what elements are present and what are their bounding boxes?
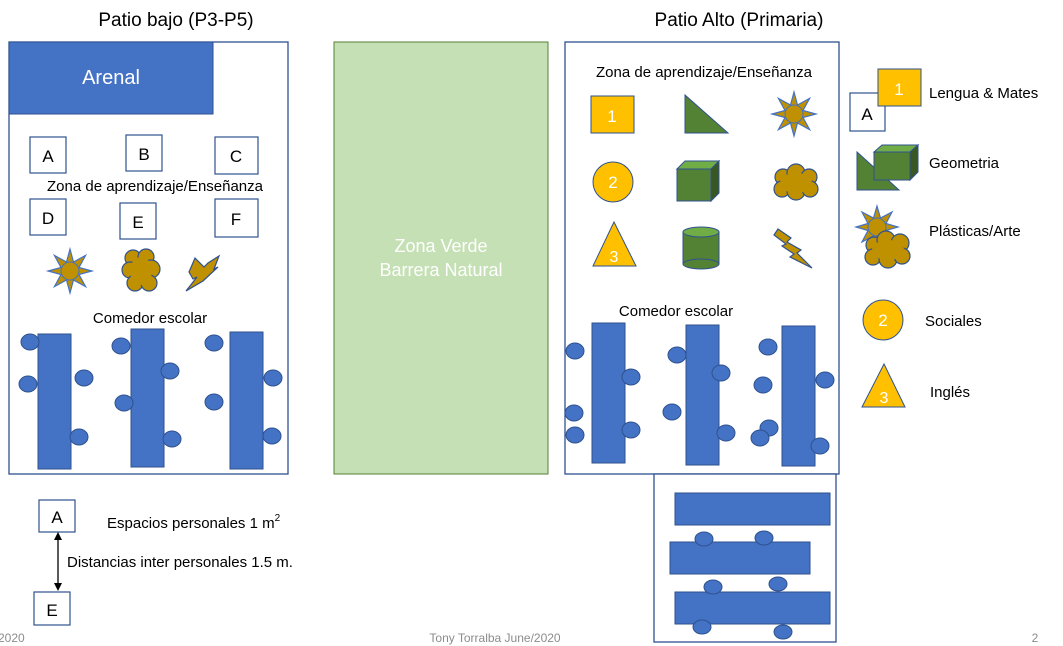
arenal-label: Arenal (82, 67, 140, 89)
svg-text:A: A (42, 147, 54, 166)
svg-text:3: 3 (880, 390, 889, 407)
legend-label-geometria: Geometria (929, 155, 1000, 172)
svg-text:A: A (861, 105, 873, 124)
student-square: F (214, 198, 259, 238)
sun-icon (769, 89, 819, 139)
svg-text:1: 1 (894, 80, 903, 99)
cloud-icon (121, 248, 161, 292)
square-1-icon: 1 (590, 95, 635, 134)
dining-tables-lower (669, 492, 831, 625)
seats-patio-bajo (18, 333, 283, 448)
legend-art-icon (853, 203, 911, 269)
footer-year: 2020 (0, 631, 25, 645)
patio-alto-zone-label: Zona de aprendizaje/Enseñanza (596, 64, 813, 81)
svg-text:B: B (138, 145, 149, 164)
cylinder-icon (682, 226, 720, 270)
sun-icon (45, 246, 95, 296)
lightning-icon (773, 228, 813, 269)
student-square: B (125, 134, 163, 172)
svg-text:F: F (231, 210, 241, 229)
svg-text:D: D (42, 209, 54, 228)
legend-label-ingles: Inglés (930, 384, 970, 401)
footer-author: Tony Torralba June/2020 (429, 631, 561, 645)
legend-geometry-icon (856, 143, 920, 191)
circle-2-icon: 2 (592, 161, 634, 203)
legend-triangle-3: 3 (861, 362, 906, 408)
dining-tables-patio-alto (591, 322, 816, 467)
interpersonal-distance-label: Distancias inter personales 1.5 m. (67, 554, 293, 571)
patio-bajo-zone-label: Zona de aprendizaje/Enseñanza (47, 178, 264, 195)
student-square: C (214, 136, 259, 175)
svg-text:2: 2 (608, 173, 617, 192)
svg-text:1: 1 (607, 107, 616, 126)
svg-text:2: 2 (878, 311, 887, 330)
student-square: E (119, 202, 157, 240)
patio-bajo-comedor-label: Comedor escolar (93, 310, 207, 327)
student-square: A (29, 136, 67, 174)
lightning-icon (185, 254, 221, 292)
distance-square-top: A (38, 499, 76, 533)
legend-circle-2: 2 (862, 299, 904, 341)
svg-text:C: C (230, 147, 242, 166)
arenal-zone (8, 41, 214, 115)
svg-text:E: E (132, 213, 143, 232)
dining-tables-patio-bajo (37, 328, 264, 470)
seats-lower (692, 530, 793, 640)
triangle-3-icon: 3 (592, 220, 637, 267)
seats-patio-alto (564, 338, 835, 455)
distance-square-bottom: E (33, 591, 71, 626)
legend-label-plasticas: Plásticas/Arte (929, 223, 1021, 240)
patio-alto-comedor-label: Comedor escolar (619, 303, 733, 320)
green-zone (333, 41, 549, 475)
distance-arrow (54, 532, 62, 591)
patio-alto-title: Patio Alto (Primaria) (655, 10, 824, 31)
svg-text:3: 3 (610, 249, 619, 266)
svg-text:E: E (46, 601, 57, 620)
legend-square-1: 1 (877, 68, 922, 107)
right-triangle-icon (684, 93, 730, 134)
cloud-icon (773, 163, 819, 201)
legend-label-lengua: Lengua & Mates (929, 85, 1038, 102)
page-number: 2 (1032, 631, 1039, 645)
student-square: D (29, 198, 67, 236)
svg-text:A: A (51, 508, 63, 527)
green-zone-label: Zona Verde (394, 236, 487, 256)
legend-label-sociales: Sociales (925, 313, 982, 330)
personal-space-label: Espacios personales 1 m2 (107, 513, 281, 532)
green-zone-sublabel: Barrera Natural (379, 260, 502, 280)
patio-bajo-title: Patio bajo (P3-P5) (98, 10, 253, 31)
cube-icon (675, 159, 721, 203)
